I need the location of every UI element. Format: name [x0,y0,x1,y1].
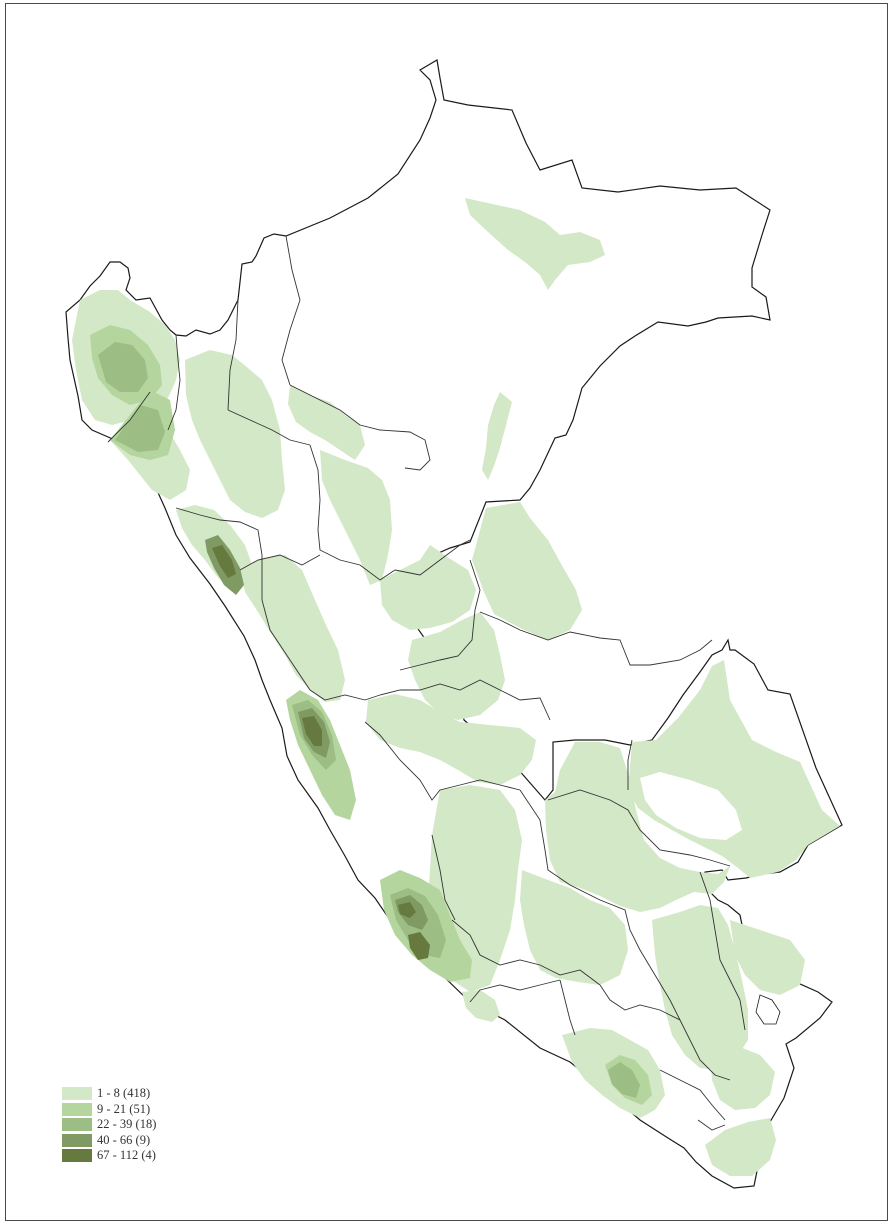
region-puno [652,905,748,1070]
region-loreto-center [482,392,512,480]
legend-label-1: 1 - 8 (418) [97,1086,151,1101]
region-arequipa-core [608,1062,640,1098]
department-borders [107,235,746,1131]
legend-swatch-1 [62,1087,92,1101]
region-tacna [705,1118,776,1176]
legend-swatch-4 [62,1133,92,1147]
region-cajamarca [185,350,285,518]
region-loreto-north [465,198,605,290]
legend-label-2: 9 - 21 (51) [97,1101,151,1116]
region-nazca [408,932,430,960]
legend-label-5: 67 - 112 (4) [97,1148,156,1163]
region-puno-east [730,920,805,995]
legend-label-3: 22 - 39 (18) [97,1117,157,1132]
legend-swatch-5 [62,1149,92,1163]
region-lambayeque-core [115,405,165,452]
region-ancash [240,555,345,702]
region-ica-south [462,990,500,1022]
region-huanuco [380,545,476,630]
legend-item: 22 - 39 (18) [62,1117,156,1133]
region-apurimac [520,870,628,985]
region-moquegua [710,1045,775,1110]
legend-swatch-3 [62,1118,92,1132]
legend-item: 1 - 8 (418) [62,1086,156,1102]
region-amazonas [288,385,365,460]
region-chiclayo [212,545,236,578]
legend-item: 67 - 112 (4) [62,1148,156,1164]
region-cusco-north [545,742,730,912]
class-5-regions [212,545,430,960]
region-junin-south [366,694,536,785]
legend-label-4: 40 - 66 (9) [97,1132,151,1147]
legend-item: 9 - 21 (51) [62,1102,156,1118]
region-san-martin [320,450,392,585]
legend-item: 40 - 66 (9) [62,1133,156,1149]
legend-swatch-2 [62,1102,92,1116]
map-legend: 1 - 8 (418) 9 - 21 (51) 22 - 39 (18) 40 … [62,1086,156,1164]
non-data-area-madre-de-dios [640,772,742,840]
region-pasco-junin [408,612,505,720]
region-lima-callao [302,716,322,746]
region-ica-city [398,902,416,918]
lake-titicaca [755,994,781,1025]
region-piura-core [98,342,148,392]
region-ucayali-east [472,502,582,640]
